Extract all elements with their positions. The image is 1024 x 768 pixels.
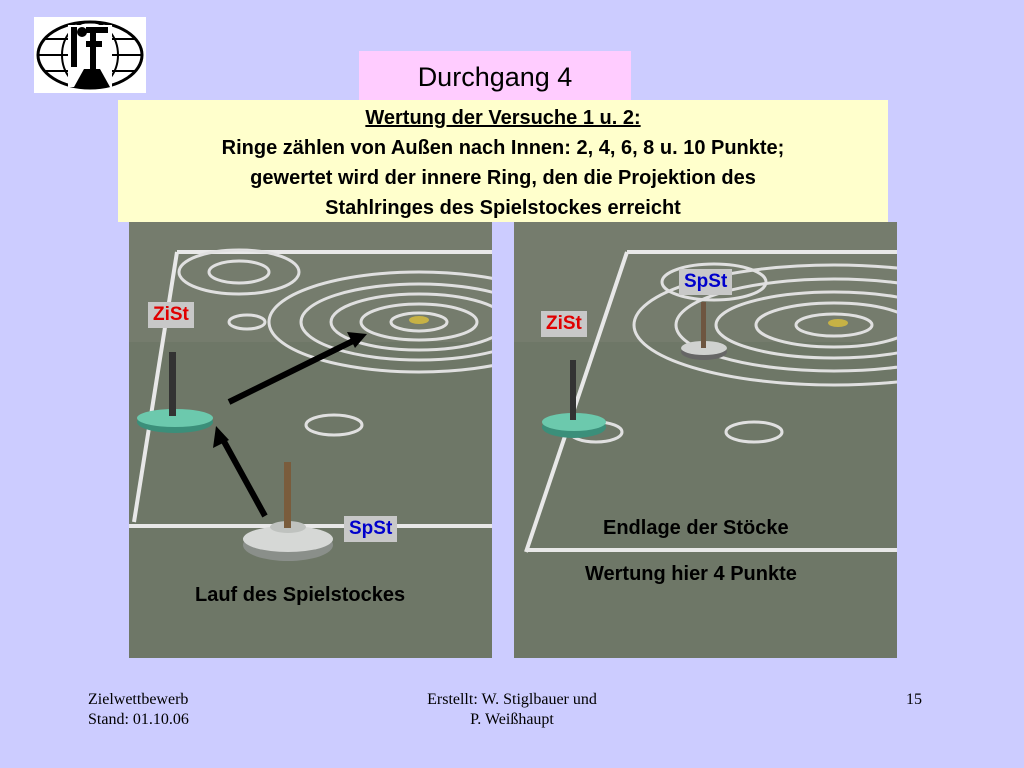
scoring-line-3: Stahlringes des Spielstockes erreicht xyxy=(325,197,681,219)
slide-title-text: Durchgang 4 xyxy=(417,61,573,92)
photo-final-position: SpSt ZiSt Endlage der Stöcke Wertung hie… xyxy=(514,222,897,658)
footer-page-number: 15 xyxy=(906,691,922,708)
scoring-info-box: Wertung der Versuche 1 u. 2: Ringe zähle… xyxy=(118,100,888,222)
scoring-line-1: Ringe zählen von Außen nach Innen: 2, 4,… xyxy=(221,137,785,159)
footer-date: Stand: 01.10.06 xyxy=(88,711,189,728)
footer-center: Erstellt: W. Stiglbauer und P. Weißhaupt xyxy=(390,690,634,730)
footer-author-2: P. Weißhaupt xyxy=(470,711,554,728)
footer-left: Zielwettbewerb Stand: 01.10.06 xyxy=(88,690,189,730)
slide-title: Durchgang 4 xyxy=(359,51,631,103)
spst-label-right: SpSt xyxy=(679,269,733,295)
footer-author-1: Erstellt: W. Stiglbauer und xyxy=(427,691,597,708)
footer-competition: Zielwettbewerb xyxy=(88,691,189,708)
caption-final-position: Endlage der Stöcke xyxy=(603,517,789,539)
scoring-line-2: gewertet wird der innere Ring, den die P… xyxy=(250,167,756,189)
zist-label-left: ZiSt xyxy=(148,302,194,328)
zist-label-right: ZiSt xyxy=(541,311,587,337)
photo-curling-run: ZiSt SpSt Lauf des Spielstockes xyxy=(129,222,492,658)
scoring-heading: Wertung der Versuche 1 u. 2: xyxy=(365,107,641,129)
caption-score: Wertung hier 4 Punkte xyxy=(585,563,797,585)
globe-logo-icon xyxy=(36,20,144,90)
caption-run: Lauf des Spielstockes xyxy=(195,584,406,606)
logo xyxy=(34,17,146,93)
spst-label-left: SpSt xyxy=(344,516,398,542)
